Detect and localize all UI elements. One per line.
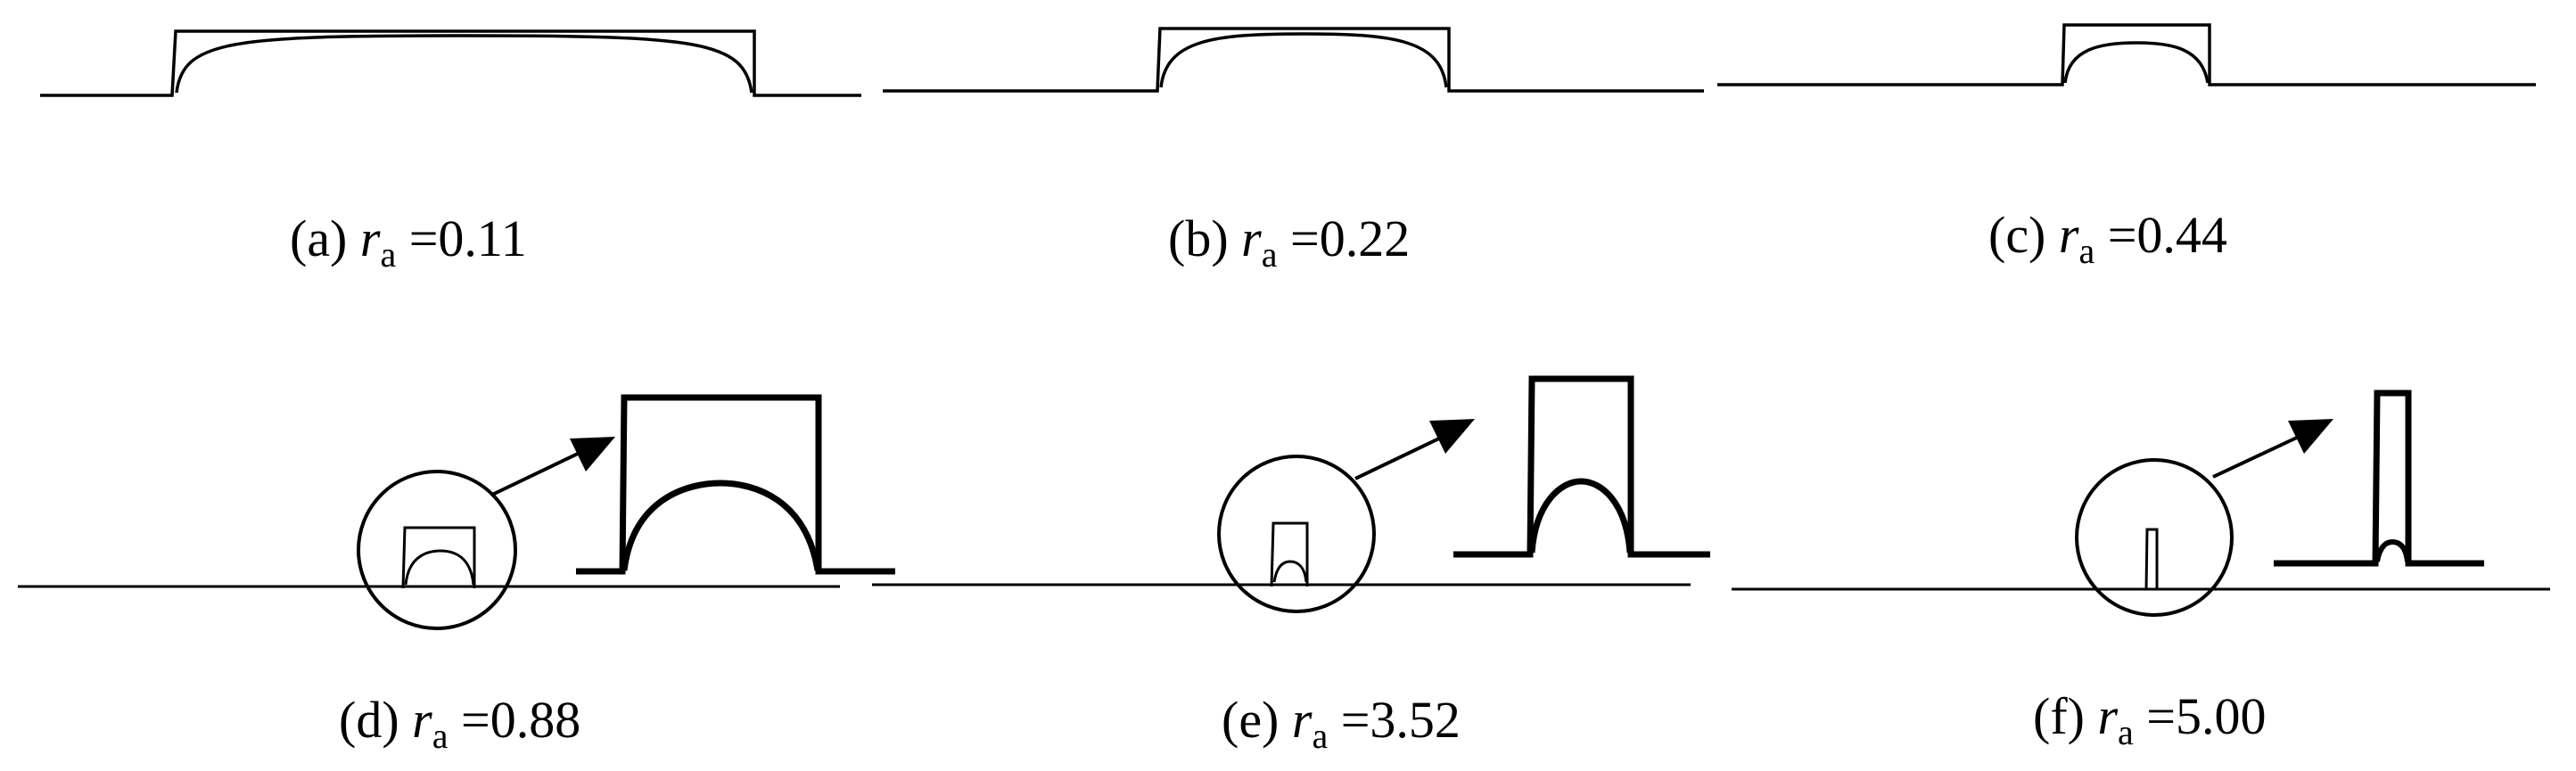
profile-f <box>1732 390 2550 617</box>
caption-a: (a) ra =0.11 <box>290 209 527 275</box>
arrow-head-d <box>570 437 615 472</box>
zoom-circle-e <box>1217 455 1376 613</box>
caption-f: (f) ra =5.00 <box>2033 687 2267 752</box>
profile-a <box>40 29 861 97</box>
arrow-head-e <box>1429 419 1475 454</box>
zoom-profile-d <box>576 394 895 575</box>
arrow-head-f <box>2288 419 2333 454</box>
zoom-circle-f <box>2075 458 2234 617</box>
zoom-profile-f <box>2274 390 2484 567</box>
caption-e: (e) ra =3.52 <box>1222 691 1461 756</box>
profile-b <box>883 27 1704 93</box>
profile-e <box>872 375 1710 613</box>
caption-c: (c) ra =0.44 <box>1988 206 2227 271</box>
arrow-line-f <box>2212 434 2301 479</box>
zoom-circle-d <box>357 470 517 630</box>
arrow-line-d <box>491 451 580 496</box>
arrow-line-e <box>1354 435 1444 480</box>
zoom-profile-e <box>1453 375 1710 558</box>
profile-d <box>18 394 895 630</box>
caption-b: (b) ra =0.22 <box>1168 209 1410 275</box>
profile-c <box>1717 23 2536 86</box>
caption-d: (d) ra =0.88 <box>339 691 580 756</box>
